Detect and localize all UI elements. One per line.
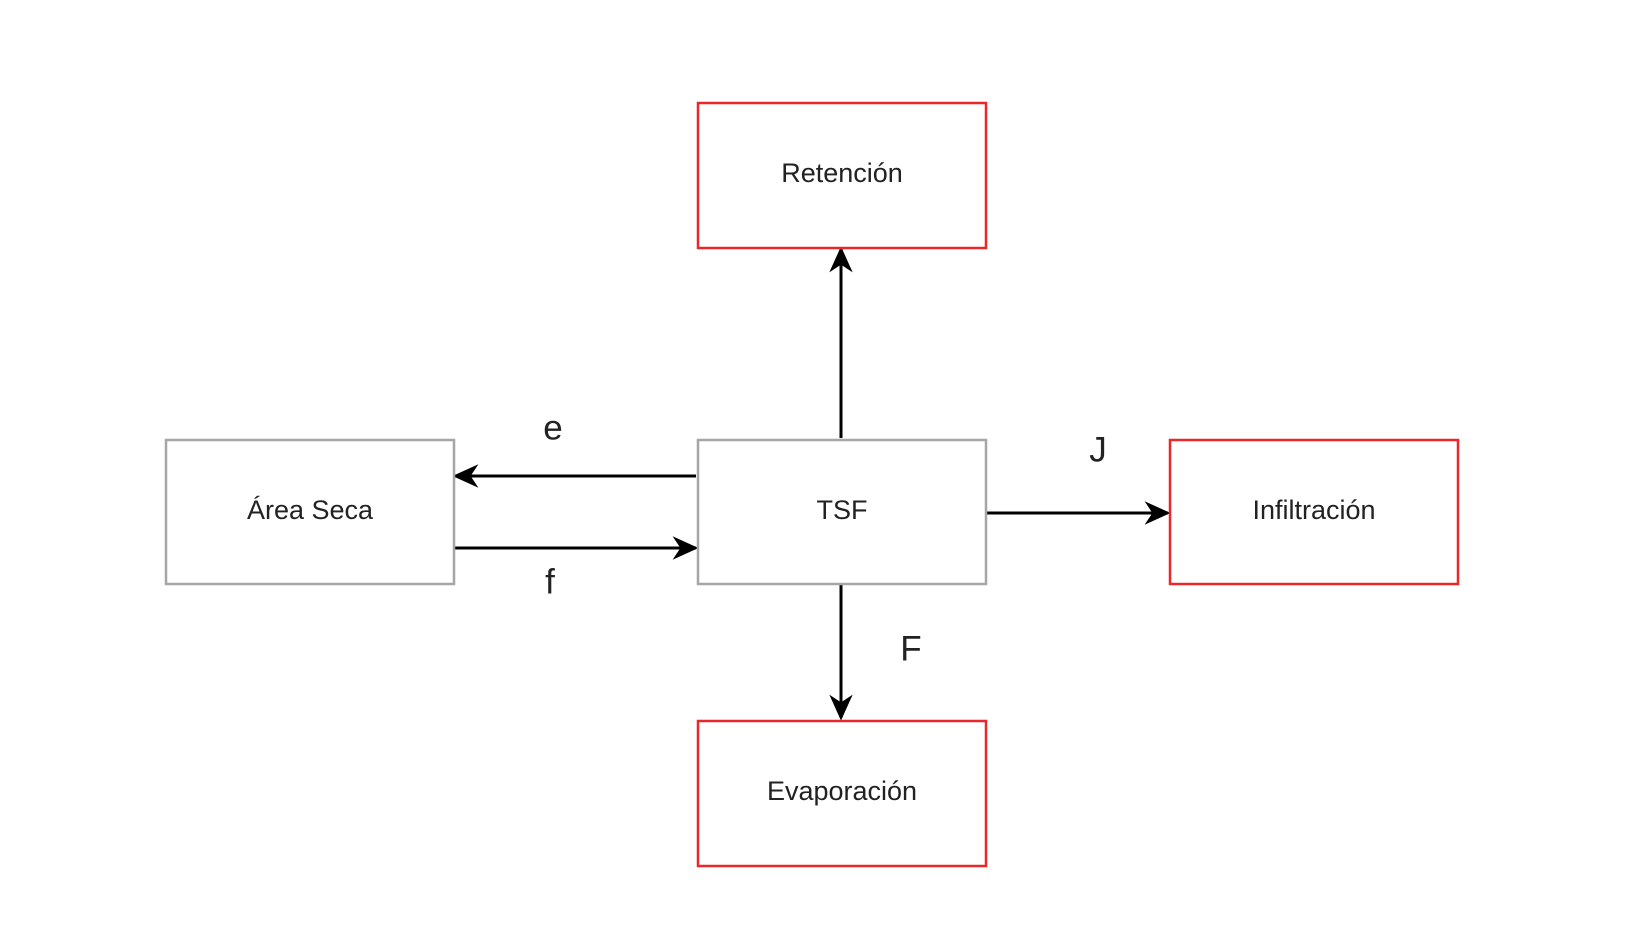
node-retencion-label: Retención [781, 158, 903, 188]
node-tsf-box [696, 438, 988, 586]
node-infiltracion[interactable]: Infiltración [1168, 438, 1460, 586]
edge-label-j: J [1089, 430, 1107, 469]
node-evaporacion-box [696, 719, 988, 868]
node-area-seca[interactable]: Área Seca [164, 438, 456, 586]
node-tsf-label: TSF [817, 495, 868, 525]
node-retencion[interactable]: Retención [696, 101, 988, 250]
node-retencion-box [696, 101, 988, 250]
edge-label-f: f [545, 562, 555, 601]
node-area-seca-label: Área Seca [247, 495, 374, 525]
node-infiltracion-box [1168, 438, 1460, 586]
node-infiltracion-label: Infiltración [1252, 495, 1375, 525]
node-evaporacion-label: Evaporación [767, 776, 917, 806]
edge-label-e: e [543, 408, 562, 447]
node-evaporacion[interactable]: Evaporación [696, 719, 988, 868]
edge-label-f-upper: F [900, 629, 921, 668]
node-area-seca-box [164, 438, 456, 586]
node-tsf[interactable]: TSF [696, 438, 988, 586]
